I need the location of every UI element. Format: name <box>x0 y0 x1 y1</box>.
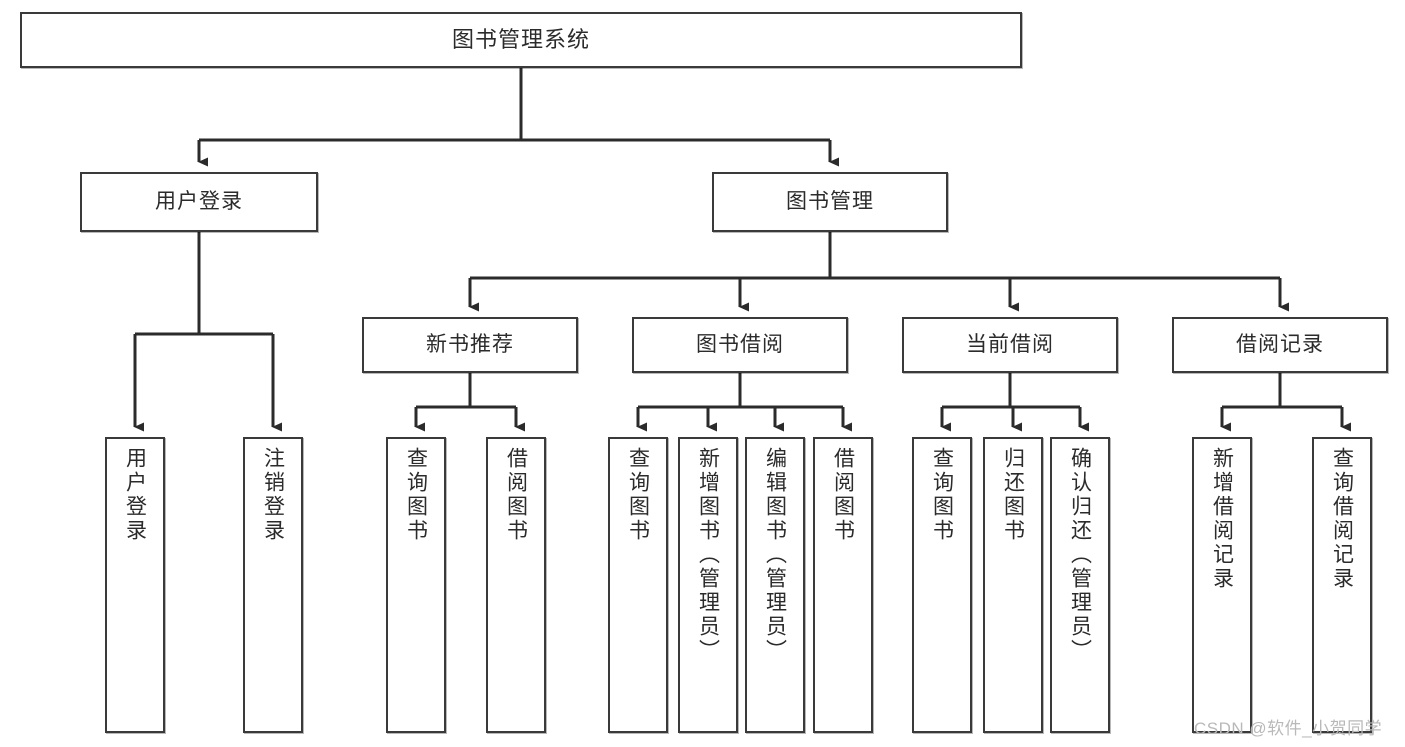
node-user-login[interactable]: 用户登录 <box>80 172 318 232</box>
node-label: 查询图书 <box>626 447 650 543</box>
node-leaf-query-book-borrow[interactable]: 查询图书 <box>608 437 668 733</box>
node-label: 图书管理系统 <box>451 27 590 53</box>
node-leaf-add-record[interactable]: 新增借阅记录 <box>1192 437 1252 733</box>
node-leaf-return-book[interactable]: 归还图书 <box>983 437 1043 733</box>
node-label: 当前借阅 <box>966 332 1054 356</box>
node-current-borrow[interactable]: 当前借阅 <box>902 317 1118 373</box>
connector-group <box>133 68 1351 432</box>
node-book-manage[interactable]: 图书管理 <box>712 172 948 232</box>
node-book-borrow[interactable]: 图书借阅 <box>632 317 848 373</box>
node-root[interactable]: 图书管理系统 <box>20 12 1022 68</box>
node-label: 确认归还（管理员） <box>1068 447 1092 663</box>
node-label: 用户登录 <box>123 447 147 543</box>
node-leaf-user-login[interactable]: 用户登录 <box>105 437 165 733</box>
node-label: 查询图书 <box>930 447 954 543</box>
node-borrow-record[interactable]: 借阅记录 <box>1172 317 1388 373</box>
node-leaf-logout[interactable]: 注销登录 <box>243 437 303 733</box>
node-label: 用户登录 <box>155 189 243 213</box>
node-leaf-confirm-return[interactable]: 确认归还（管理员） <box>1050 437 1110 733</box>
node-label: 借阅记录 <box>1236 332 1324 356</box>
node-leaf-edit-book[interactable]: 编辑图书（管理员） <box>745 437 805 733</box>
node-leaf-query-book-rec[interactable]: 查询图书 <box>386 437 446 733</box>
node-leaf-borrow-book-rec[interactable]: 借阅图书 <box>486 437 546 733</box>
node-leaf-query-record[interactable]: 查询借阅记录 <box>1312 437 1372 733</box>
node-label: 图书管理 <box>786 189 874 213</box>
node-label: 新书推荐 <box>426 332 514 356</box>
node-label: 图书借阅 <box>696 332 784 356</box>
node-leaf-add-book[interactable]: 新增图书（管理员） <box>678 437 738 733</box>
node-label: 查询借阅记录 <box>1330 447 1354 591</box>
node-label: 注销登录 <box>261 447 285 543</box>
node-label: 新增图书（管理员） <box>696 447 720 663</box>
node-label: 借阅图书 <box>831 447 855 543</box>
node-label: 编辑图书（管理员） <box>763 447 787 663</box>
node-new-book-rec[interactable]: 新书推荐 <box>362 317 578 373</box>
node-leaf-query-book-cur[interactable]: 查询图书 <box>912 437 972 733</box>
node-label: 借阅图书 <box>504 447 528 543</box>
node-leaf-borrow-book[interactable]: 借阅图书 <box>813 437 873 733</box>
node-label: 归还图书 <box>1001 447 1025 543</box>
node-label: 新增借阅记录 <box>1210 447 1234 591</box>
node-label: 查询图书 <box>404 447 428 543</box>
